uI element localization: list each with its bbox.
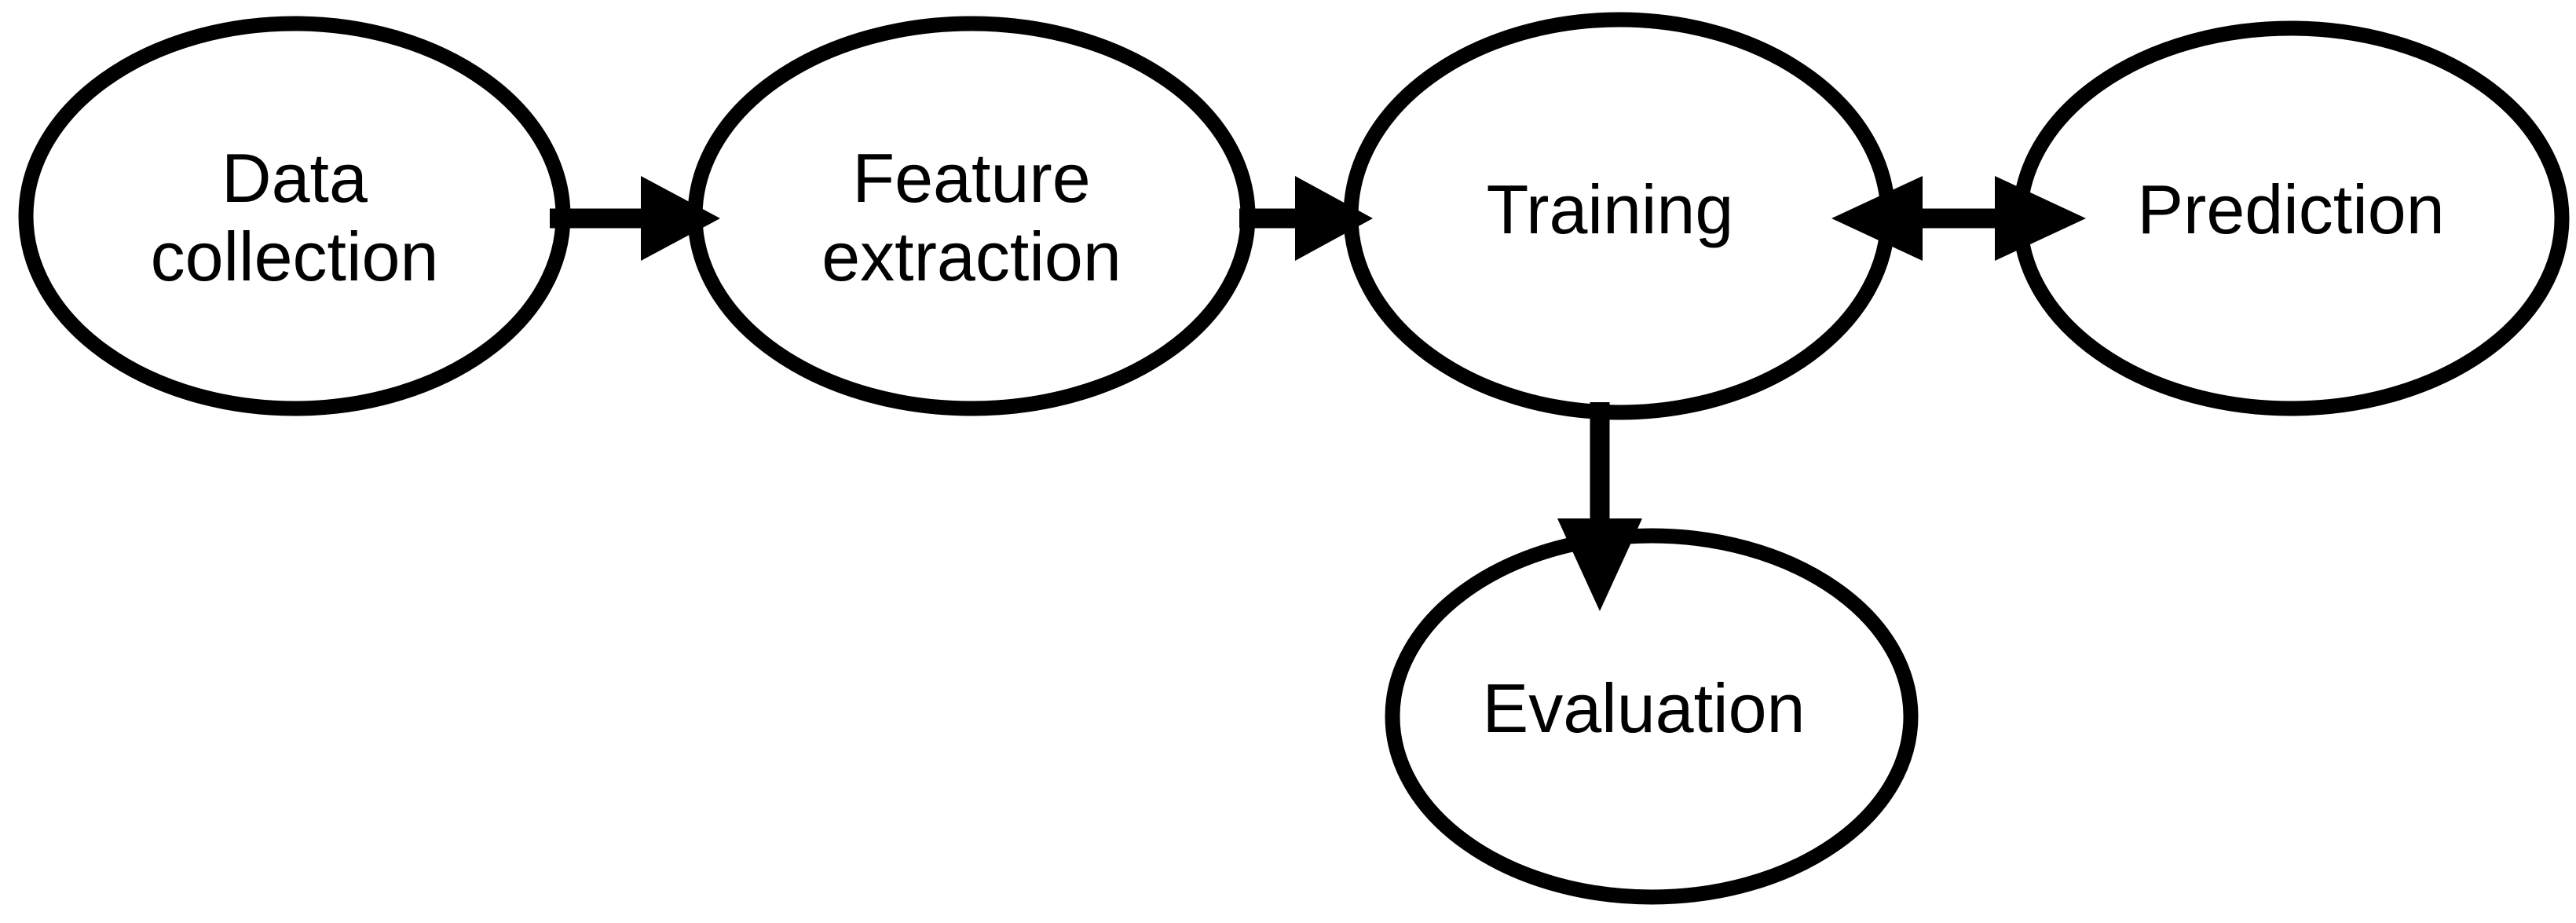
arrow-shaft bbox=[550, 208, 644, 229]
node-label-data-collection-line2: collection bbox=[151, 218, 439, 295]
node-label-feature-extraction-line1: Feature bbox=[852, 139, 1090, 217]
arrow-data-collection-to-feature-extraction bbox=[550, 176, 720, 261]
node-evaluation: Evaluation bbox=[1385, 528, 1919, 905]
node-label-training: Training bbox=[1487, 170, 1734, 248]
arrow-shaft bbox=[1239, 208, 1298, 229]
arrowhead-right-icon bbox=[1295, 176, 1373, 261]
arrowhead-left-icon bbox=[1831, 176, 1923, 261]
node-feature-extraction: Feature extraction bbox=[687, 16, 1256, 416]
arrowhead-right-icon bbox=[1995, 176, 2086, 261]
arrow-shaft bbox=[1918, 208, 2000, 229]
node-label-feature-extraction-line2: extraction bbox=[821, 218, 1122, 295]
arrowhead-right-icon bbox=[641, 176, 720, 261]
arrow-shaft bbox=[1590, 402, 1610, 524]
node-label-data-collection-line1: Data bbox=[221, 139, 368, 217]
arrow-feature-extraction-to-training bbox=[1239, 176, 1373, 261]
node-training: Training bbox=[1343, 12, 1896, 420]
node-data-collection: Data collection bbox=[18, 16, 571, 416]
arrowhead-down-icon bbox=[1557, 518, 1642, 611]
arrow-training-prediction-bidirectional bbox=[1831, 176, 2086, 261]
node-label-evaluation: Evaluation bbox=[1483, 669, 1806, 747]
node-label-prediction: Prediction bbox=[2137, 170, 2444, 248]
node-ellipse-evaluation bbox=[1385, 528, 1919, 905]
arrow-training-to-evaluation bbox=[1557, 402, 1642, 611]
node-prediction: Prediction bbox=[2012, 20, 2570, 416]
